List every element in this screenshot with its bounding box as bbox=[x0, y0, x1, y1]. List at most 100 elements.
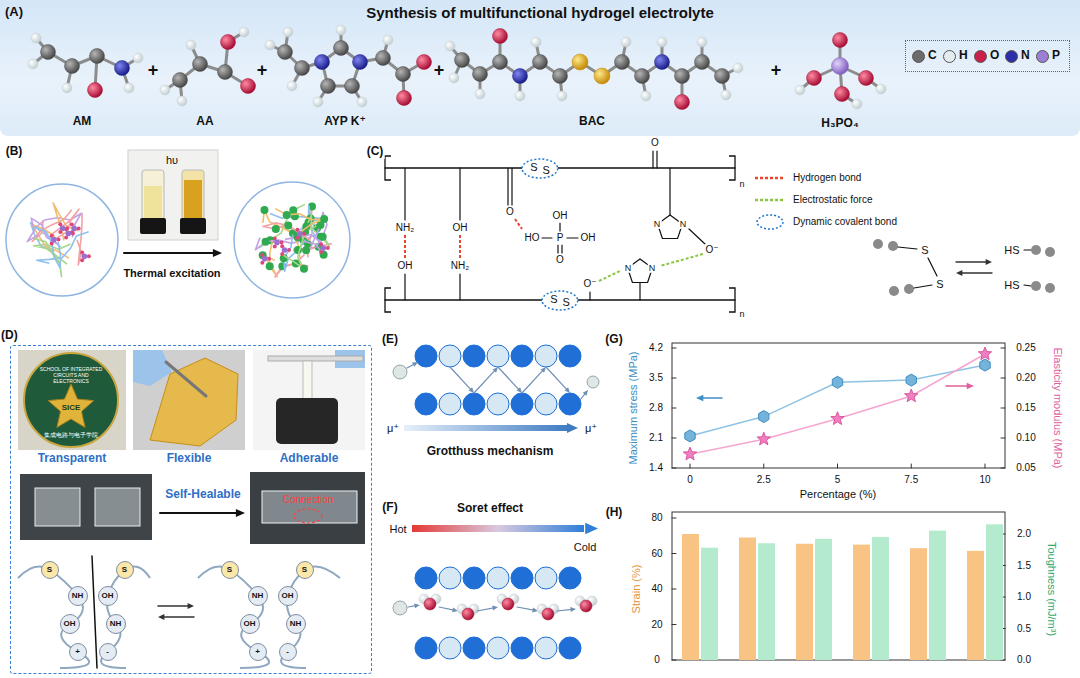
arrow-head bbox=[213, 249, 222, 257]
axis-tick: 2.8 bbox=[648, 402, 664, 414]
sponge bbox=[276, 398, 338, 444]
axis-title: Elasticity modulus (MPa) bbox=[1052, 346, 1065, 469]
group-bead: - bbox=[99, 643, 117, 661]
acid-oxygen bbox=[287, 248, 291, 252]
crosslink-dot bbox=[300, 265, 308, 273]
arrow-shaft bbox=[961, 272, 992, 273]
bond-line bbox=[542, 237, 552, 238]
atom-ball bbox=[417, 55, 432, 70]
bond-line bbox=[689, 229, 705, 244]
group-bead: S bbox=[221, 561, 239, 579]
node-text: OH bbox=[282, 592, 294, 600]
plus-sign: + bbox=[147, 60, 160, 81]
vial-cap bbox=[140, 218, 166, 234]
lattice-ball bbox=[439, 637, 461, 659]
light-symbol: hυ bbox=[165, 154, 179, 167]
data-hexagon bbox=[906, 374, 916, 386]
plot-frame bbox=[672, 512, 1005, 660]
atom-ball bbox=[635, 69, 650, 84]
arrow-head bbox=[986, 259, 992, 265]
axis-title: Toughness (mJ/m³) bbox=[1046, 541, 1059, 637]
crosslink-dot bbox=[283, 211, 291, 219]
legend-text: H bbox=[958, 49, 969, 63]
stress-line bbox=[690, 365, 985, 436]
tick bbox=[672, 589, 676, 590]
strain-bar bbox=[796, 544, 813, 660]
lattice-ball bbox=[511, 345, 533, 367]
healed-bar bbox=[262, 491, 357, 523]
legend-sample bbox=[757, 215, 783, 229]
arrow-shaft bbox=[160, 512, 238, 514]
atom-ball bbox=[397, 91, 412, 106]
lattice-ball bbox=[487, 637, 509, 659]
bond-line bbox=[567, 237, 578, 238]
gel-cube bbox=[95, 488, 140, 526]
logo-text: 集成电路与电子学院 bbox=[43, 432, 99, 439]
axis-tick: 0.15 bbox=[1015, 402, 1036, 414]
legend-sample bbox=[755, 199, 785, 202]
group-bead: NH bbox=[286, 614, 306, 634]
lattice-ball bbox=[559, 393, 581, 415]
atom-ball bbox=[65, 59, 80, 74]
arrow-head bbox=[956, 270, 962, 276]
atom-ball bbox=[621, 37, 631, 47]
glass-slide bbox=[268, 356, 363, 361]
atom-ball bbox=[859, 71, 874, 86]
node-text: - bbox=[286, 648, 289, 656]
atom-ball bbox=[336, 25, 346, 35]
mechanism-title: Grotthuss mechanism bbox=[426, 445, 555, 459]
atom-ball bbox=[173, 73, 188, 88]
proton-ball bbox=[393, 365, 407, 379]
logo-text: SCHOOL OF INTEGRATED CIRCUITS AND ELECTR… bbox=[38, 367, 104, 384]
water-oxygen bbox=[542, 608, 554, 620]
atom-ball bbox=[321, 79, 336, 94]
bond-line bbox=[459, 274, 460, 300]
atom-label: O bbox=[505, 206, 515, 218]
axis-tick: 0.20 bbox=[1015, 372, 1036, 384]
group-bead: NH bbox=[248, 586, 268, 606]
axis-tick: 2.1 bbox=[648, 432, 664, 444]
chain-bead bbox=[873, 239, 883, 249]
lattice-ball bbox=[415, 567, 437, 589]
panel-letter: (H) bbox=[605, 506, 624, 520]
atom-ball bbox=[445, 41, 455, 51]
temperature-label: Cold bbox=[573, 541, 598, 554]
repeat-index: n bbox=[738, 309, 745, 319]
polymer-chain bbox=[51, 209, 80, 238]
atom-label: HS bbox=[1003, 244, 1020, 257]
acid-phosphorus bbox=[262, 256, 268, 262]
arrow-head bbox=[541, 367, 547, 373]
atom-ball bbox=[218, 65, 233, 80]
toughness-bar bbox=[929, 531, 946, 660]
network-circle bbox=[234, 182, 350, 298]
legend-swatch bbox=[974, 50, 987, 63]
panel-letter: (C) bbox=[366, 145, 385, 159]
flexible-photo bbox=[133, 350, 245, 450]
atom-ball bbox=[241, 79, 256, 94]
arrow-head bbox=[565, 387, 571, 393]
arrow-shaft bbox=[474, 370, 495, 393]
atom-ball bbox=[239, 27, 249, 37]
atom-label: O bbox=[555, 254, 565, 266]
bond-line bbox=[639, 283, 640, 300]
axis-tick: 3.5 bbox=[648, 372, 664, 384]
lattice-ball bbox=[463, 567, 485, 589]
crosslink-dot bbox=[302, 246, 310, 254]
logo-disc bbox=[24, 353, 118, 447]
atom-ball bbox=[531, 37, 541, 47]
legend-text: C bbox=[927, 49, 938, 63]
bond-line bbox=[652, 151, 653, 168]
arrow-head bbox=[412, 362, 418, 367]
polymer-strand bbox=[101, 566, 150, 668]
atom-label: O⁻ bbox=[704, 244, 719, 256]
atom-ball bbox=[513, 69, 528, 84]
data-hexagon bbox=[980, 359, 990, 371]
atom-ball bbox=[278, 45, 293, 60]
chain-bead bbox=[888, 241, 898, 251]
tick bbox=[672, 518, 676, 519]
toughness-bar bbox=[758, 543, 775, 660]
atom-label: P bbox=[556, 232, 565, 244]
node-text: OH bbox=[244, 620, 256, 628]
polymer-chain bbox=[53, 203, 78, 240]
data-star bbox=[757, 432, 770, 445]
